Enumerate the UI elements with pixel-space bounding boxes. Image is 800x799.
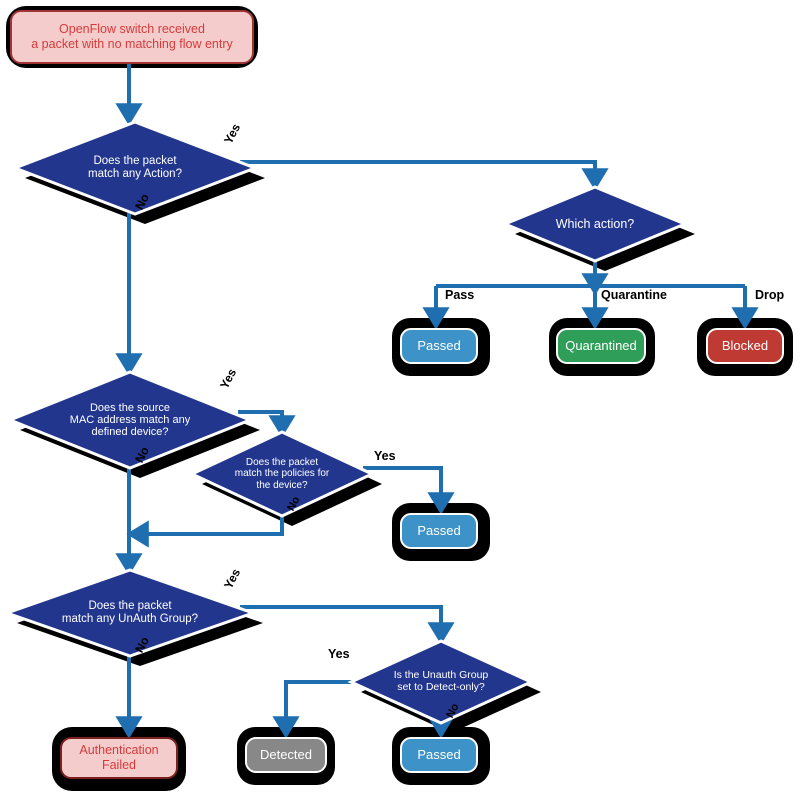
decision-detect-only[interactable]: Is the Unauth Group set to Detect-only? xyxy=(351,641,531,723)
decision-which-action-label: Which action? xyxy=(555,217,635,231)
node-detected[interactable]: Detected xyxy=(245,737,327,773)
edge-label-drop: Drop xyxy=(755,288,785,302)
node-passed-action[interactable]: Passed xyxy=(400,328,478,364)
decision-which-action[interactable]: Which action? xyxy=(505,187,685,261)
node-quarantined[interactable]: Quarantined xyxy=(556,328,646,364)
decision-detect-only-label: Is the Unauth Group set to Detect-only? xyxy=(393,669,489,693)
node-passed-unauth[interactable]: Passed xyxy=(400,737,478,773)
decision-device-policies[interactable]: Does the packet match the policies for t… xyxy=(192,432,372,516)
edge-label-pass: Pass xyxy=(445,288,475,302)
edge-label-policies-yes: Yes xyxy=(374,449,396,463)
decision-unauth-group-label: Does the packet match any UnAuth Group? xyxy=(61,600,199,625)
node-passed-policy[interactable]: Passed xyxy=(400,513,478,549)
node-authentication-failed[interactable]: Authentication Failed xyxy=(60,737,178,779)
node-start[interactable]: OpenFlow switch received a packet with n… xyxy=(10,10,254,64)
edge-label-quarantine: Quarantine xyxy=(601,288,667,302)
decision-device-policies-label: Does the packet match the policies for t… xyxy=(234,457,330,491)
decision-unauth-group[interactable]: Does the packet match any UnAuth Group? xyxy=(7,570,253,656)
node-blocked[interactable]: Blocked xyxy=(706,328,784,364)
edge-label-detect-yes: Yes xyxy=(328,647,350,661)
